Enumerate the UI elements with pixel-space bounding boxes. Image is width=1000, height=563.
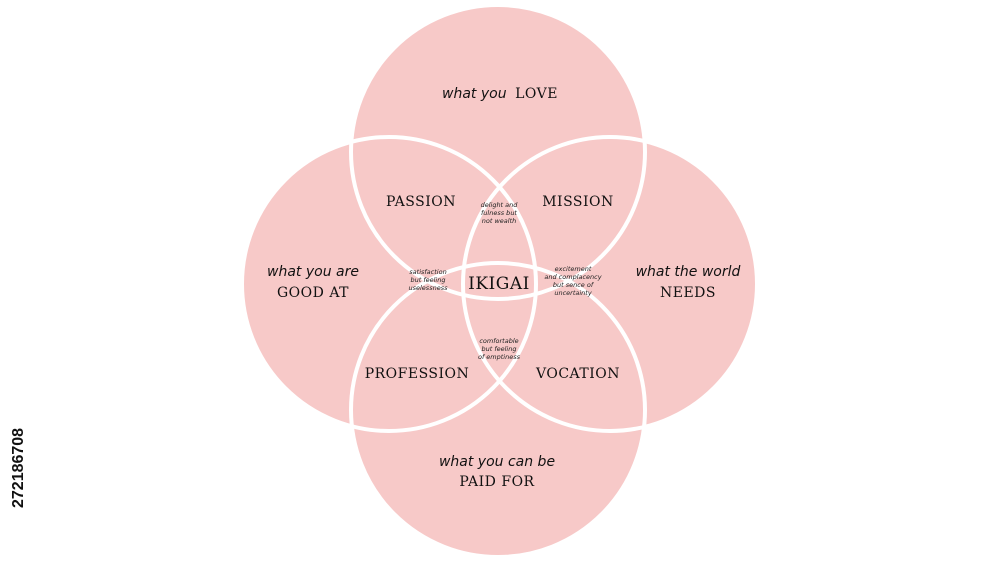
profession-label: PROFESSION	[365, 366, 470, 382]
vocation-label: VOCATION	[535, 366, 620, 382]
note-right-line2: and complacency	[544, 273, 601, 281]
circle-fills	[242, 5, 757, 557]
note-left: satisfaction but feeling uselessness	[409, 268, 449, 292]
circle-paid-for-outline	[349, 261, 647, 559]
note-right-line1: excitement	[555, 265, 592, 273]
world-needs-label-line1: what the world	[636, 264, 741, 280]
love-label-line2: LOVE	[515, 86, 558, 102]
circle-outlines	[240, 3, 759, 559]
stock-id-text: 272186708	[10, 428, 27, 508]
note-bottom-line1: comfortable	[479, 337, 518, 345]
note-left-line2: but feeling	[410, 276, 445, 284]
passion-label: PASSION	[386, 194, 456, 210]
love-label: what you LOVE	[442, 86, 558, 102]
note-top: delight and fulness but not wealth	[481, 201, 519, 225]
note-left-line3: uselessness	[409, 284, 449, 292]
note-left-line1: satisfaction	[409, 268, 446, 276]
circle-world-needs-outline	[461, 135, 759, 433]
good-at-label-line2: GOOD AT	[277, 285, 349, 301]
good-at-label-line1: what you are	[267, 264, 359, 280]
note-bottom: comfortable but feeling of emptiness	[478, 337, 521, 361]
circle-paid-for-fill	[351, 263, 645, 557]
note-right-line3: but sence of	[553, 281, 595, 289]
love-label-line1: what you	[442, 86, 507, 102]
note-bottom-line2: but feeling	[481, 345, 516, 353]
note-bottom-line3: of emptiness	[478, 353, 521, 361]
stock-id-number: 272186708	[10, 428, 27, 508]
note-top-line1: delight and	[481, 201, 519, 209]
circle-love-outline	[349, 3, 647, 301]
paid-for-label-line2: PAID FOR	[459, 474, 534, 490]
paid-for-label-line1: what you can be	[439, 454, 555, 470]
note-top-line2: fulness but	[481, 209, 517, 217]
note-top-line3: not wealth	[482, 217, 516, 225]
note-right-line4: uncertainty	[554, 289, 591, 297]
world-needs-label-line2: NEEDS	[660, 285, 716, 301]
note-right: excitement and complacency but sence of …	[544, 265, 601, 297]
ikigai-center-label: IKIGAI	[468, 274, 530, 294]
circle-good-at-outline	[240, 135, 538, 433]
mission-label: MISSION	[542, 194, 614, 210]
